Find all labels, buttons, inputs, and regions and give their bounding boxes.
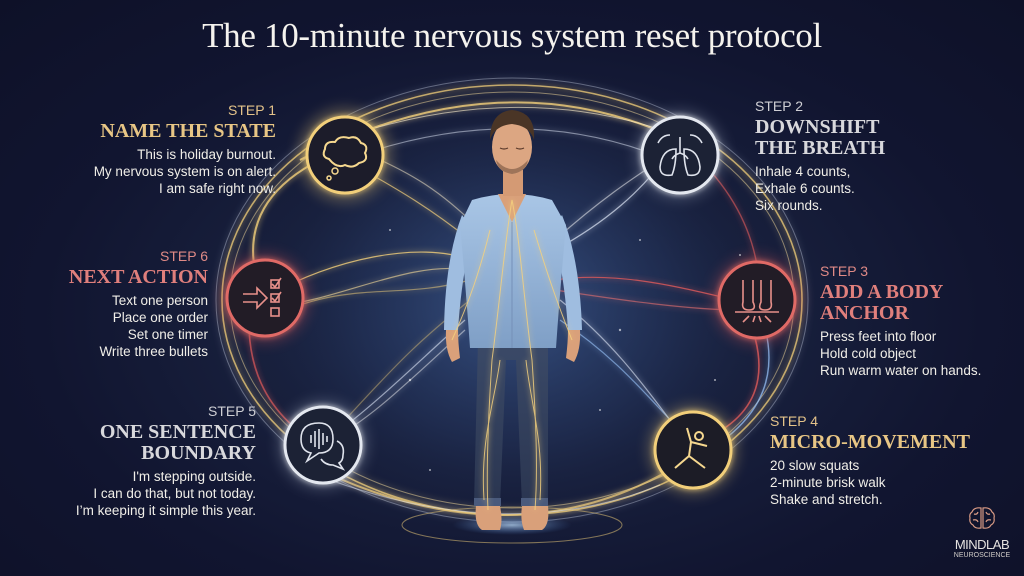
step-4-label: STEP 4 bbox=[770, 413, 818, 429]
step-5-heading-line: ONE SENTENCE bbox=[99, 421, 256, 443]
brand-subtitle: NEUROSCIENCE bbox=[953, 552, 1011, 559]
step-6-heading: NEXT ACTION bbox=[68, 266, 208, 288]
step-4-block: STEP 4 MICRO-MOVEMENT 20 slow squats 2-m… bbox=[770, 413, 980, 508]
step-3-lines: Press feet into floor Hold cold object R… bbox=[820, 328, 1024, 379]
step-3-line: Run warm water on hands. bbox=[820, 363, 982, 378]
step-5-label: STEP 5 bbox=[208, 403, 256, 419]
step-2-heading: DOWNSHIFT THE BREATH bbox=[755, 117, 955, 159]
step-2-line: Six rounds. bbox=[755, 198, 823, 213]
step-3-line: Hold cold object bbox=[820, 346, 917, 361]
brain-icon bbox=[969, 507, 995, 529]
center-figure bbox=[444, 110, 582, 530]
step-4-line: 2-minute brisk walk bbox=[770, 475, 886, 490]
step-3-block: STEP 3 ADD A BODY ANCHOR Press feet into… bbox=[820, 263, 1024, 379]
step-1-label: STEP 1 bbox=[228, 102, 276, 118]
step-2-lines: Inhale 4 counts, Exhale 6 counts. Six ro… bbox=[755, 163, 955, 214]
step-6-line: Set one timer bbox=[127, 327, 208, 342]
step-2-line: Inhale 4 counts, bbox=[755, 164, 851, 179]
step-1-line: My nervous system is on alert. bbox=[93, 164, 276, 179]
step-4-heading: MICRO-MOVEMENT bbox=[770, 431, 970, 453]
step-5-line: I'm stepping outside. bbox=[132, 469, 256, 484]
arrow-checklist-icon bbox=[219, 252, 311, 344]
step-1-lines: This is holiday burnout. My nervous syst… bbox=[60, 146, 276, 197]
step-1-heading: NAME THE STATE bbox=[100, 120, 276, 142]
step-5-heading: ONE SENTENCE BOUNDARY bbox=[20, 422, 256, 464]
step-6-line: Text one person bbox=[111, 293, 208, 308]
step-1-line: I am safe right now. bbox=[158, 181, 276, 196]
step-6-block: STEP 6 NEXT ACTION Text one person Place… bbox=[40, 248, 208, 360]
step-6-line: Write three bullets bbox=[99, 344, 208, 359]
step-2-label: STEP 2 bbox=[755, 98, 803, 114]
feet-grounding-icon bbox=[711, 254, 803, 346]
step-1-block: STEP 1 NAME THE STATE This is holiday bu… bbox=[60, 102, 276, 197]
brand-name: MINDLAB bbox=[954, 537, 1010, 552]
thought-bubble-icon bbox=[297, 107, 393, 203]
step-4-line: Shake and stretch. bbox=[770, 492, 883, 507]
step-2-heading-line: DOWNSHIFT bbox=[755, 116, 880, 138]
speech-bubbles-icon bbox=[277, 399, 369, 491]
step-5-line: I can do that, but not today. bbox=[93, 486, 256, 501]
lungs-icon bbox=[634, 109, 726, 201]
step-3-heading: ADD A BODY ANCHOR bbox=[820, 281, 943, 324]
step-2-block: STEP 2 DOWNSHIFT THE BREATH Inhale 4 cou… bbox=[755, 98, 955, 214]
brand-logo: MINDLAB NEUROSCIENCE bbox=[944, 506, 1020, 559]
step-6-label: STEP 6 bbox=[160, 248, 208, 264]
step-2-line: Exhale 6 counts. bbox=[755, 181, 855, 196]
step-1-line: This is holiday burnout. bbox=[137, 147, 276, 162]
step-3-label: STEP 3 bbox=[820, 263, 868, 279]
page-title: The 10-minute nervous system reset proto… bbox=[202, 16, 822, 55]
step-4-line: 20 slow squats bbox=[770, 458, 860, 473]
step-5-heading-line: BOUNDARY bbox=[141, 442, 256, 464]
step-5-line: I’m keeping it simple this year. bbox=[75, 503, 256, 518]
stretching-figure-icon bbox=[647, 404, 739, 496]
step-3-line: Press feet into floor bbox=[820, 329, 937, 344]
step-2-heading-line: THE BREATH bbox=[755, 137, 886, 159]
step-6-line: Place one order bbox=[112, 310, 208, 325]
step-5-block: STEP 5 ONE SENTENCE BOUNDARY I'm steppin… bbox=[20, 403, 256, 519]
step-5-lines: I'm stepping outside. I can do that, but… bbox=[20, 468, 256, 519]
step-4-lines: 20 slow squats 2-minute brisk walk Shake… bbox=[770, 457, 980, 508]
step-6-lines: Text one person Place one order Set one … bbox=[40, 292, 208, 360]
